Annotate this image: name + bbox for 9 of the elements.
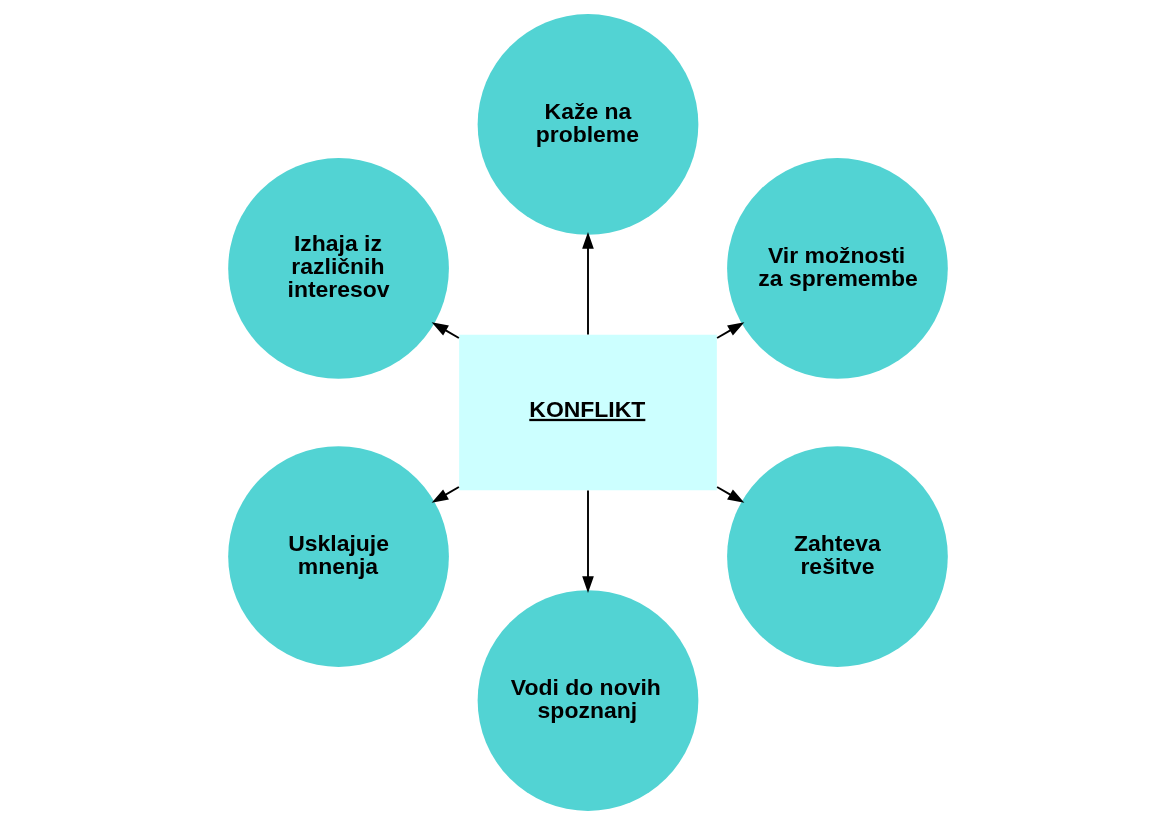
arrow [431,321,460,339]
arrow [716,485,745,503]
node-circle: Kaže na probleme [477,13,699,235]
arrow [582,231,594,335]
arrow [716,321,745,339]
node-box: KONFLIKT [459,334,717,490]
node-circle: Vodi do novih spoznanj [477,589,699,811]
arrow [582,489,594,593]
arrow [431,485,460,503]
